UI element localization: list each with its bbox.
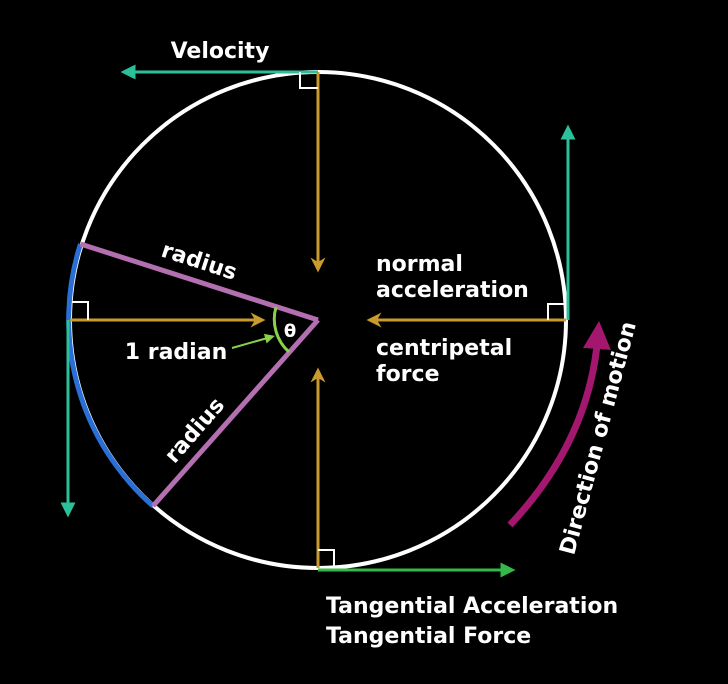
right-angle-right [547,303,564,320]
one-radian-label: 1 radian [125,340,227,365]
right-angle-left [72,301,89,320]
radius-line-upper [79,241,319,323]
centripetal-force-label-line2: force [376,362,440,387]
right-angle-top [299,72,318,89]
theta-label: θ [284,321,296,342]
normal-acceleration-label-line1: normal [376,252,463,277]
direction-of-motion-arrow [507,321,611,528]
centripetal-force-label-line1: centripetal [376,336,512,361]
one-radian-pointer [231,333,275,349]
tangential-acceleration-label: Tangential Acceleration [326,594,618,619]
velocity-label: Velocity [171,39,270,64]
one-radian-arc [66,243,155,508]
normal-acceleration-label-line2: acceleration [376,278,529,303]
right-angle-bottom [318,549,335,566]
radius-label-upper: radius [158,238,240,286]
tangential-force-label: Tangential Force [326,624,531,649]
radius-line-lower [151,318,320,508]
theta-angle-arc [272,306,291,354]
